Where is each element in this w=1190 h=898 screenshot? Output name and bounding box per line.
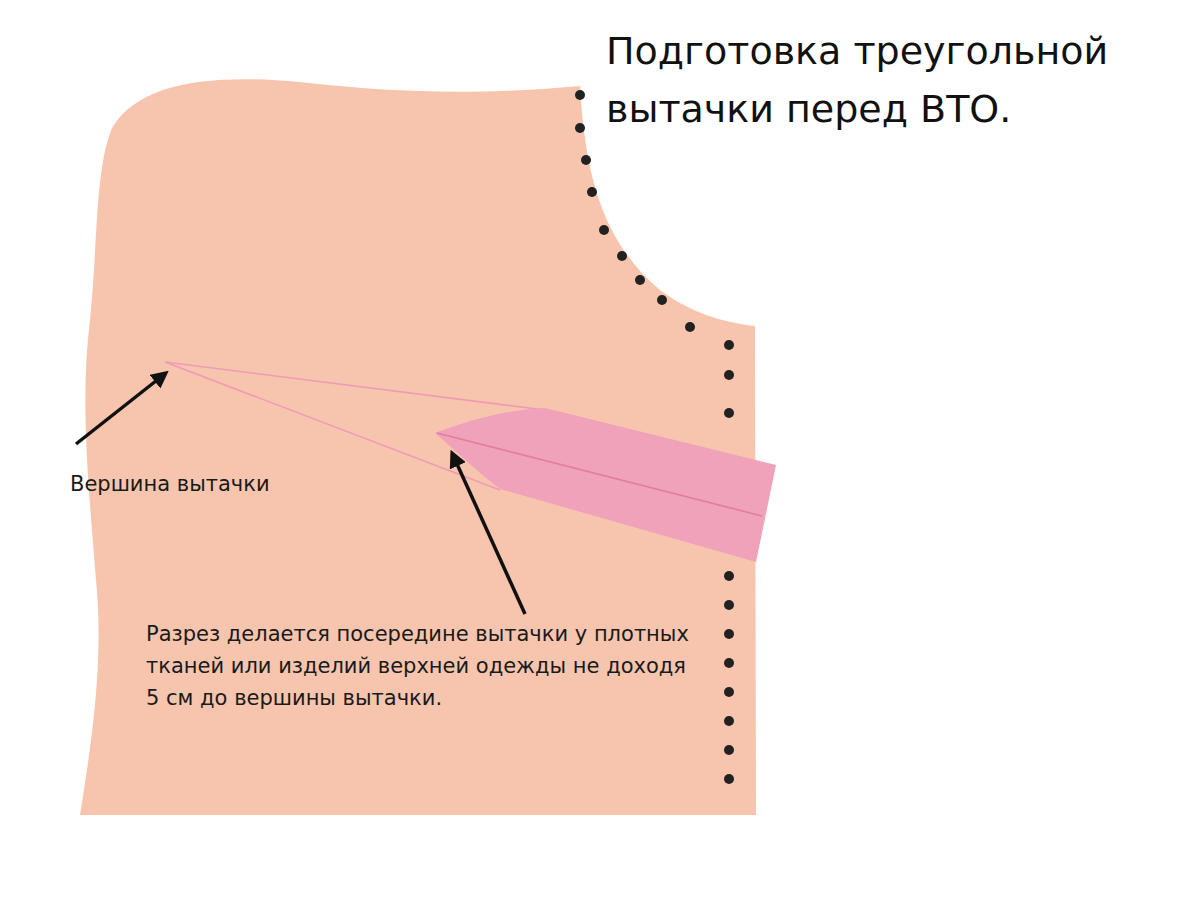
seam-dot bbox=[724, 629, 734, 639]
apex-label: Вершина вытачки bbox=[70, 468, 370, 500]
seam-dot bbox=[724, 370, 734, 380]
leader-arrow bbox=[452, 453, 525, 614]
pressed-dart bbox=[435, 408, 776, 562]
seam-dot bbox=[657, 295, 667, 305]
seam-dot bbox=[685, 322, 695, 332]
seam-dot bbox=[635, 275, 645, 285]
dart-cut-line bbox=[437, 433, 762, 516]
seam-dot bbox=[724, 716, 734, 726]
seam-dot bbox=[724, 774, 734, 784]
seam-dot bbox=[724, 408, 734, 418]
seam-dot bbox=[724, 340, 734, 350]
seam-dot bbox=[587, 187, 597, 197]
seam-dot bbox=[581, 155, 591, 165]
seam-dot bbox=[599, 225, 609, 235]
seam-dot bbox=[617, 251, 627, 261]
seam-dots bbox=[575, 90, 734, 784]
leader-arrow bbox=[76, 373, 166, 444]
seam-dot bbox=[724, 571, 734, 581]
seam-dot bbox=[724, 600, 734, 610]
seam-dot bbox=[724, 658, 734, 668]
note-text: Разрез делается посередине вытачки у пло… bbox=[146, 618, 691, 714]
title: Подготовка треугольной вытачки перед ВТО… bbox=[606, 22, 1176, 138]
seam-dot bbox=[724, 745, 734, 755]
seam-dot bbox=[575, 123, 585, 133]
seam-dot bbox=[724, 687, 734, 697]
dart-leg-upper bbox=[165, 362, 545, 410]
seam-dot bbox=[575, 90, 585, 100]
dart-leg-lower bbox=[165, 362, 500, 490]
